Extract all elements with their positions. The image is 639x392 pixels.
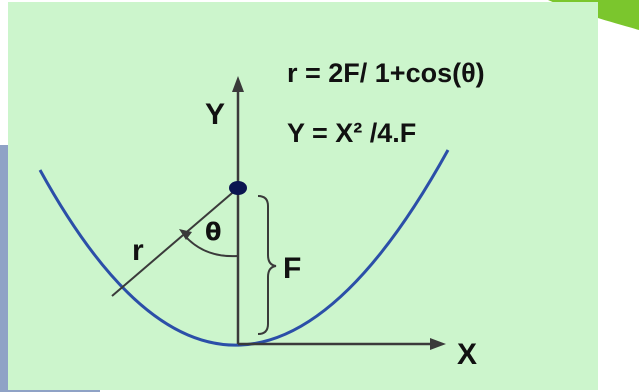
x-axis-arrow-icon: [430, 338, 446, 350]
radius-label: r: [132, 234, 144, 267]
focal-length-label: F: [283, 252, 301, 285]
angle-arrow-icon: [179, 229, 192, 240]
angle-label: θ: [205, 218, 222, 246]
y-axis-arrow-icon: [232, 76, 244, 92]
angle-arc: [184, 235, 239, 258]
radius-line: [111, 187, 239, 297]
x-axis-label: X: [457, 338, 477, 371]
y-axis-label: Y: [205, 98, 225, 131]
cartesian-equation: Y = X² /4.F: [287, 118, 416, 148]
focal-length-brace: [257, 195, 277, 335]
focus-point: [229, 181, 247, 195]
polar-equation: r = 2F/ 1+cos(θ): [287, 58, 485, 88]
